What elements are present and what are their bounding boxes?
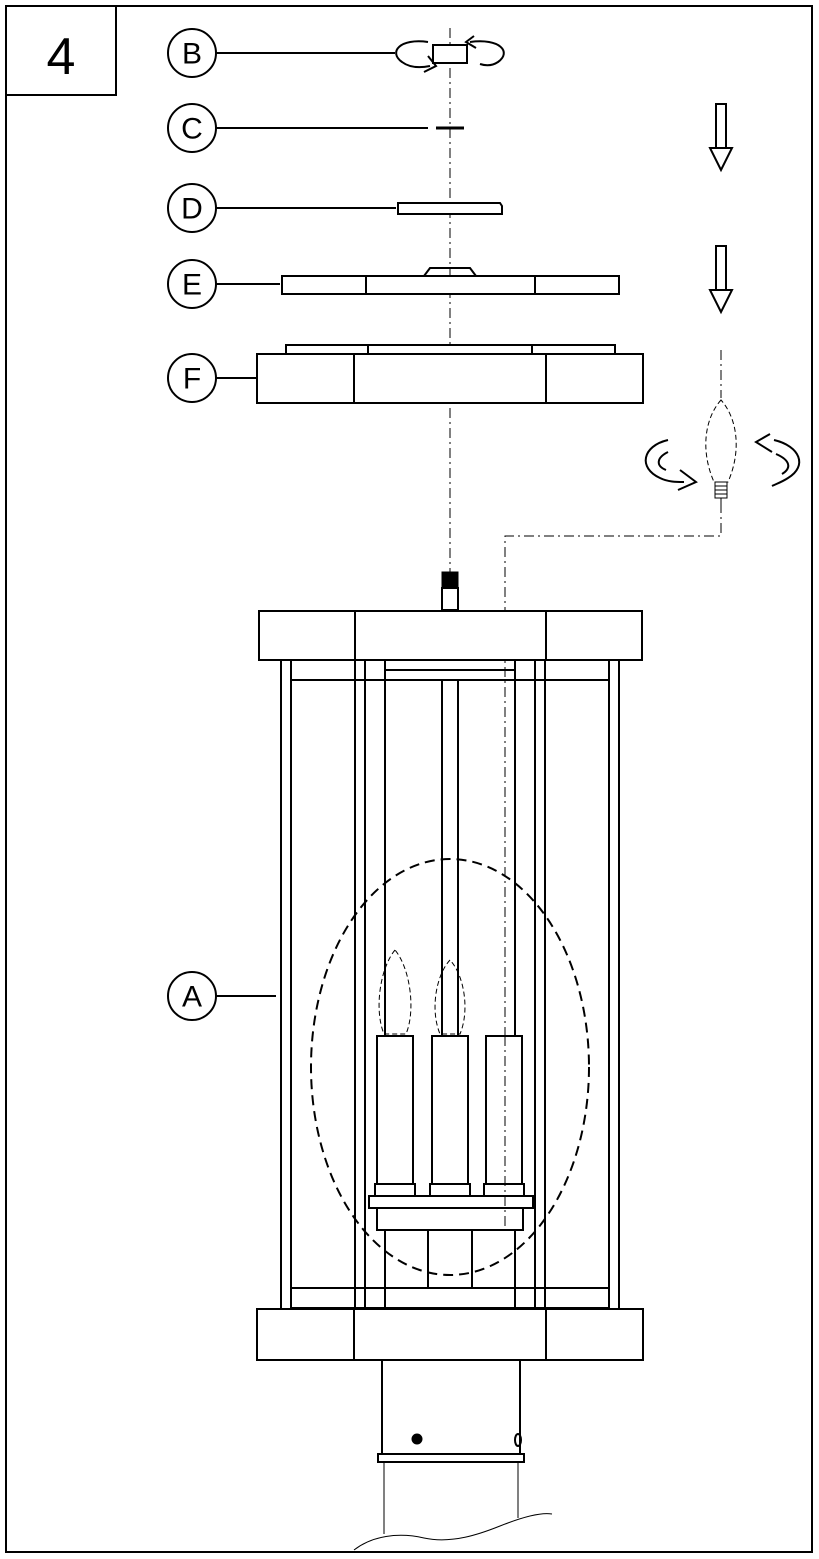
bulb-guide-line <box>504 503 722 1228</box>
detail-highlight-oval <box>310 858 590 1276</box>
step-number-box: 4 <box>6 6 117 96</box>
lantern-top-housing <box>258 610 643 661</box>
callout-c: C <box>167 103 428 153</box>
lantern-bottom-housing <box>256 1308 644 1361</box>
down-arrow-icon <box>708 103 734 173</box>
callout-d: D <box>167 183 396 233</box>
set-screw <box>411 1433 423 1445</box>
callout-letter-b: B <box>182 38 202 71</box>
rotate-arrow-icon <box>754 433 801 487</box>
callout-a: A <box>167 971 276 1021</box>
callout-letter-a: A <box>182 981 202 1014</box>
threaded-rod <box>441 571 459 611</box>
down-arrow-icon <box>708 245 734 315</box>
finial-part <box>432 44 468 64</box>
plate-part <box>397 202 503 215</box>
rotate-arrow-icon <box>395 35 505 73</box>
post <box>353 1462 553 1551</box>
top-cap-part <box>281 267 620 295</box>
callout-letter-e: E <box>182 269 202 302</box>
callout-e: E <box>167 259 280 309</box>
callout-letter-c: C <box>181 113 203 146</box>
bulb-icon <box>705 399 737 503</box>
rotate-arrow-icon <box>644 439 698 491</box>
candle-cluster <box>368 949 534 1288</box>
step-number: 4 <box>47 28 76 86</box>
callout-letter-d: D <box>181 193 203 226</box>
callout-f: F <box>167 353 256 403</box>
top-frame-part <box>256 344 644 404</box>
callout-b: B <box>167 28 395 78</box>
page-frame <box>5 5 813 1553</box>
callout-letter-f: F <box>183 363 201 396</box>
post-mount <box>377 1359 525 1463</box>
